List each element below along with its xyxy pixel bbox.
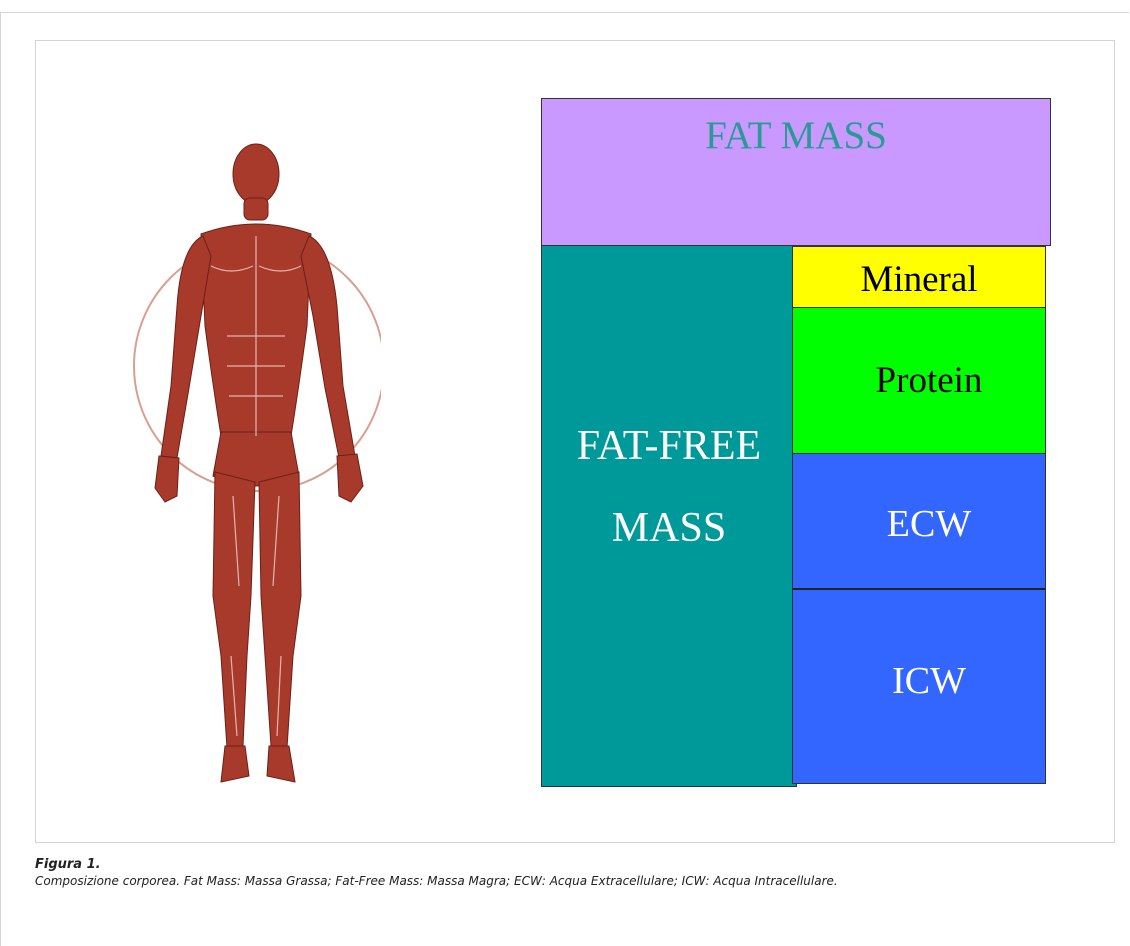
caption-title: Figura 1. xyxy=(35,857,1115,872)
fat-mass-label: FAT MASS xyxy=(705,113,887,158)
fat-free-mass-label-line2: MASS xyxy=(577,488,761,570)
protein-label: Protein xyxy=(876,359,983,402)
protein-block: Protein xyxy=(792,308,1046,454)
ecw-block: ECW xyxy=(792,454,1046,590)
ecw-label: ECW xyxy=(887,502,971,546)
figure-panel: FAT MASS FAT-FREE MASS Mineral Protein E… xyxy=(35,40,1115,843)
caption-text: Composizione corporea. Fat Mass: Massa G… xyxy=(35,874,1115,888)
figure-caption: Figura 1. Composizione corporea. Fat Mas… xyxy=(35,857,1115,888)
human-anatomy-image xyxy=(131,136,381,836)
fat-mass-block: FAT MASS xyxy=(541,98,1051,246)
fat-free-mass-label-line1: FAT-FREE xyxy=(577,406,761,488)
mineral-label: Mineral xyxy=(860,258,977,301)
fat-free-mass-block: FAT-FREE MASS xyxy=(541,246,797,787)
mineral-block: Mineral xyxy=(792,246,1046,308)
icw-block: ICW xyxy=(792,590,1046,784)
icw-label: ICW xyxy=(892,659,966,703)
